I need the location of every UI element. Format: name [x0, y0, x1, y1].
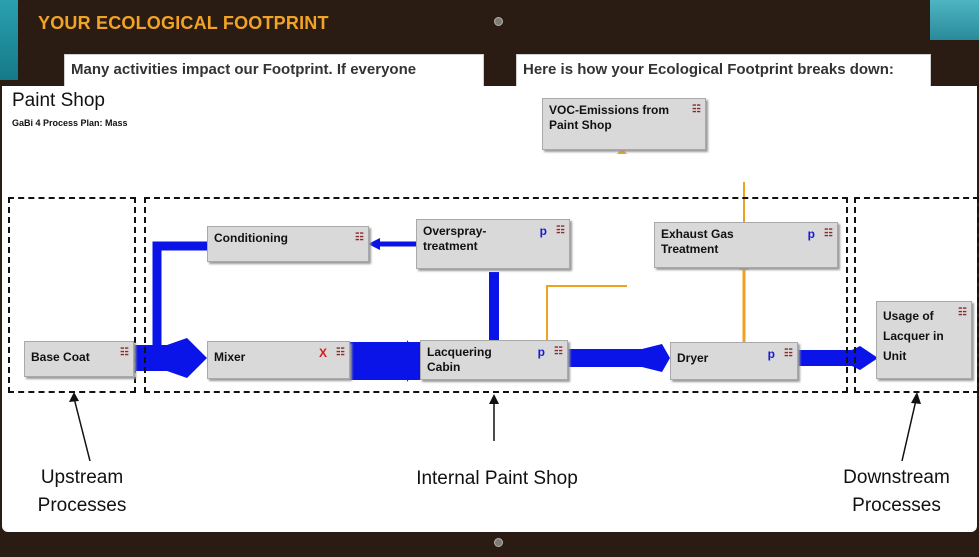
- process-mixer[interactable]: Mixer X ☷: [207, 341, 350, 379]
- label-internal: Internal Paint Shop: [416, 468, 578, 489]
- process-mark-p: p: [767, 347, 775, 361]
- process-conditioning[interactable]: Conditioning ☷: [207, 226, 369, 262]
- flow-base-to-mixer: [130, 338, 207, 378]
- process-label: VOC-Emissions from Paint Shop: [549, 103, 670, 132]
- process-label: Mixer: [214, 350, 246, 364]
- flow-arrows: [69, 144, 921, 462]
- process-mark-p: p: [539, 224, 547, 238]
- process-overspray-treatment[interactable]: Overspray-treatment p ☷: [416, 219, 570, 269]
- flow-lacquering-to-exhaust: [546, 285, 627, 340]
- diagram-subtitle: GaBi 4 Process Plan: Mass: [12, 118, 128, 128]
- bug-icon: ☷: [784, 348, 793, 359]
- bug-icon: ☷: [355, 232, 364, 243]
- process-usage-of-lacquer[interactable]: Usage of Lacquer in Unit ☷: [876, 301, 972, 379]
- flow-lacquering-to-dryer: [567, 344, 670, 372]
- process-label: Lacquering Cabin: [427, 345, 492, 374]
- flow-mixer-to-conditioning: [152, 241, 210, 346]
- pager-dot[interactable]: [494, 17, 503, 26]
- process-label: Conditioning: [214, 231, 288, 245]
- pointer-upstream: [73, 397, 91, 462]
- process-mark-p: p: [807, 227, 815, 241]
- arrowhead-downstream: [911, 392, 921, 404]
- bug-icon: ☷: [958, 307, 967, 318]
- pager-dot[interactable]: [494, 538, 503, 547]
- region-internal-box: [144, 197, 848, 393]
- decorative-ribbon: [930, 0, 979, 40]
- arrowhead-conditioning: [368, 238, 380, 250]
- diagram-title: Paint Shop: [12, 90, 105, 111]
- arrowhead-lacquering: [407, 340, 422, 382]
- bug-icon: ☷: [554, 346, 563, 357]
- process-label: Exhaust Gas Treatment: [661, 227, 734, 256]
- bug-icon: ☷: [120, 347, 129, 358]
- process-dryer[interactable]: Dryer p ☷: [670, 342, 798, 380]
- bug-icon: ☷: [692, 104, 701, 115]
- process-label: Base Coat: [31, 350, 90, 364]
- slide-title: YOUR ECOLOGICAL FOOTPRINT: [38, 13, 329, 33]
- region-downstream-box: [854, 197, 979, 393]
- process-exhaust-gas-treatment[interactable]: Exhaust Gas Treatment p ☷: [654, 222, 838, 268]
- process-base-coat[interactable]: Base Coat ☷: [24, 341, 134, 377]
- arrowhead-internal: [489, 394, 499, 404]
- process-mark-x: X: [318, 346, 327, 360]
- process-mark-p: p: [537, 345, 545, 359]
- arrowhead-voc: [617, 148, 627, 154]
- bug-icon: ☷: [824, 228, 833, 239]
- process-label: Overspray-treatment: [423, 224, 487, 253]
- flow-dryer-to-usage: [797, 346, 878, 370]
- bug-icon: ☷: [556, 225, 565, 236]
- diagram-panel: Paint Shop GaBi 4 Process Plan: Mass VOC…: [2, 86, 979, 532]
- process-label: Dryer: [677, 351, 709, 365]
- decorative-ribbon: [0, 0, 18, 80]
- process-lacquering-cabin[interactable]: Lacquering Cabin p ☷: [420, 340, 568, 380]
- region-upstream-box: [8, 197, 136, 393]
- label-downstream: Downstream Processes: [843, 467, 950, 516]
- pointer-downstream: [901, 399, 917, 462]
- arrowhead-upstream: [69, 392, 79, 402]
- bug-icon: ☷: [336, 347, 345, 358]
- process-voc-emissions[interactable]: VOC-Emissions from Paint Shop ☷: [542, 98, 706, 150]
- process-label: Usage of Lacquer in Unit: [883, 309, 944, 363]
- label-upstream: Upstream Processes: [37, 467, 127, 516]
